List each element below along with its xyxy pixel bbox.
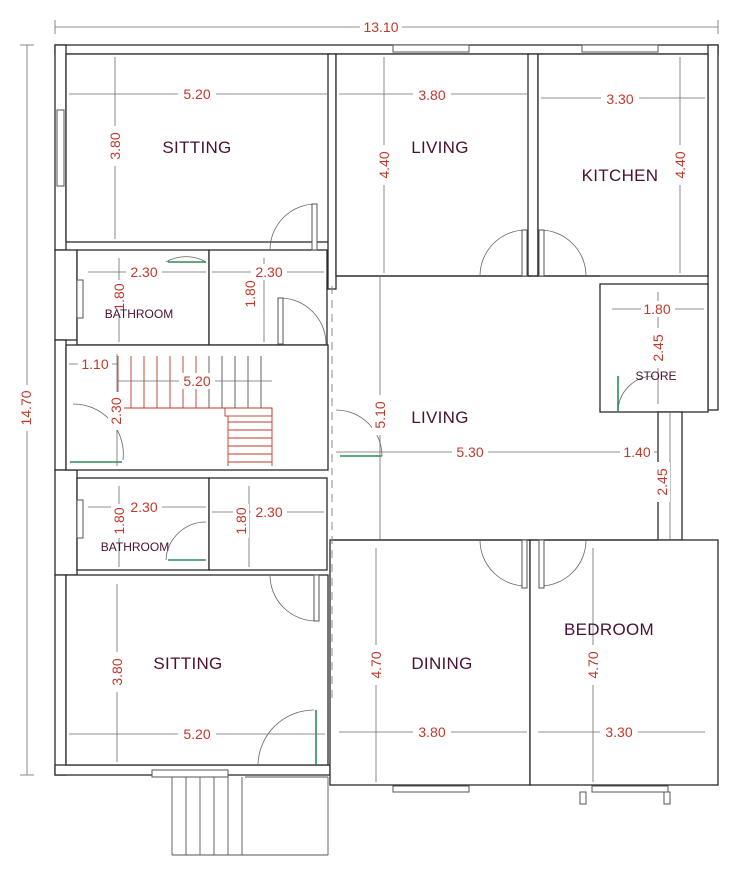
dim-store-width: 1.80 xyxy=(643,301,670,317)
dim-lobby-top-height: 1.80 xyxy=(242,280,258,307)
dim-passage-width: 1.40 xyxy=(623,444,650,460)
dim-bedroom-width: 3.30 xyxy=(605,724,632,740)
entrance-steps xyxy=(171,776,329,856)
dimension-labels: 5.20 3.80 3.80 4.40 3.30 4.40 2.30 1.80 … xyxy=(78,85,688,742)
room-label-dining: DINING xyxy=(411,654,472,673)
dim-living-center-width: 5.30 xyxy=(456,444,483,460)
dim-living-top-width: 3.80 xyxy=(418,87,445,103)
room-label-sitting-top: SITTING xyxy=(162,138,231,157)
dim-bath-top-width: 2.30 xyxy=(130,264,157,280)
room-label-bathroom-top: BATHROOM xyxy=(105,307,173,321)
dim-bath-top-height: 1.80 xyxy=(111,283,127,310)
room-label-kitchen: KITCHEN xyxy=(582,166,659,185)
overall-dimensions: 13.10 14.70 xyxy=(18,18,719,776)
dim-dining-height: 4.70 xyxy=(368,651,384,678)
doors xyxy=(70,203,655,766)
dim-store-height: 2.45 xyxy=(650,334,666,361)
dim-sitting-bottom-width: 5.20 xyxy=(183,726,210,742)
dim-sitting-top-width: 5.20 xyxy=(183,86,210,102)
room-labels: SITTING LIVING KITCHEN BATHROOM STORE LI… xyxy=(101,138,677,673)
dim-living-top-height: 4.40 xyxy=(376,151,392,178)
dim-bath-bottom-width: 2.30 xyxy=(130,499,157,515)
dim-dining-width: 3.80 xyxy=(418,724,445,740)
overall-height-label: 14.70 xyxy=(18,390,34,425)
staircase xyxy=(117,356,273,466)
dim-lobby-bottom-height: 1.80 xyxy=(233,507,249,534)
dim-stair-small: 1.10 xyxy=(81,356,108,372)
overall-width-label: 13.10 xyxy=(363,19,398,35)
dim-stair-height: 2.30 xyxy=(108,397,124,424)
dim-bedroom-height: 4.70 xyxy=(585,651,601,678)
dim-lobby-top-width: 2.30 xyxy=(255,264,282,280)
room-label-store: STORE xyxy=(635,369,676,383)
room-label-sitting-bottom: SITTING xyxy=(153,654,222,673)
dim-passage-height: 2.45 xyxy=(654,468,670,495)
dim-kitchen-width: 3.30 xyxy=(606,91,633,107)
room-label-bathroom-bottom: BATHROOM xyxy=(101,540,169,554)
dim-sitting-top-height: 3.80 xyxy=(107,132,123,159)
dim-lobby-bottom-width: 2.30 xyxy=(255,504,282,520)
dim-sitting-bottom-height: 3.80 xyxy=(109,658,125,685)
dim-bath-bottom-height: 1.80 xyxy=(111,507,127,534)
windows xyxy=(56,44,671,805)
dim-stair-width: 5.20 xyxy=(183,373,210,389)
room-label-living-top: LIVING xyxy=(411,138,469,157)
room-label-living-center: LIVING xyxy=(411,408,469,427)
dim-kitchen-height: 4.40 xyxy=(672,151,688,178)
dim-living-center-height: 5.10 xyxy=(372,401,388,428)
room-label-bedroom: BEDROOM xyxy=(564,620,654,639)
